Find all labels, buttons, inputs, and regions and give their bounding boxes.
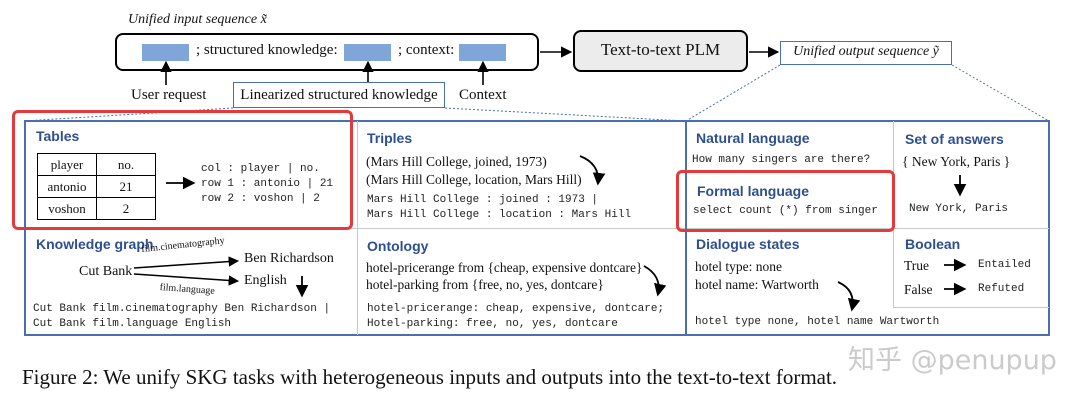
linearized-label: Linearized structured knowledge bbox=[240, 87, 438, 103]
dialogue-states-title: Dialogue states bbox=[696, 236, 800, 252]
set-of-answers-linear: New York, Paris bbox=[909, 203, 1009, 215]
boolean-title: Boolean bbox=[905, 236, 961, 252]
panel-divider-h1 bbox=[25, 228, 685, 229]
kg-linear-line: Cut Bank film.cinematography Ben Richard… bbox=[33, 303, 331, 315]
tables-linear-line: col : player | no. bbox=[201, 163, 320, 175]
panel-divider-v2 bbox=[685, 121, 687, 335]
table-cell: voshon bbox=[37, 197, 97, 220]
ontology-raw-line: hotel-pricerange from {cheap, expensive … bbox=[366, 260, 643, 275]
triples-linear-line: Mars Hill College : location : Mars Hill bbox=[367, 209, 632, 221]
plm-label: Text-to-text PLM bbox=[600, 40, 721, 59]
user-request-slot bbox=[142, 44, 189, 61]
input-sequence-box bbox=[115, 33, 539, 71]
boolean-true-value: Entailed bbox=[978, 259, 1031, 271]
formal-language-title: Formal language bbox=[697, 183, 810, 199]
triples-raw-line: (Mars Hill College, location, Mars Hill) bbox=[366, 172, 582, 187]
plm-box bbox=[573, 30, 748, 72]
figure-caption: Figure 2: We unify SKG tasks with hetero… bbox=[22, 365, 838, 389]
structured-knowledge-text: ; structured knowledge: bbox=[196, 42, 338, 58]
kg-object-1: Ben Richardson bbox=[244, 251, 334, 266]
panel-divider-h3 bbox=[894, 307, 1049, 308]
watermark: 知乎 @penupup bbox=[848, 345, 1057, 376]
input-sequence-label: Unified input sequence x̃ bbox=[128, 12, 267, 27]
kg-subject: Cut Bank bbox=[79, 264, 133, 279]
output-sequence-box bbox=[780, 41, 952, 65]
triples-raw-line: (Mars Hill College, joined, 1973) bbox=[366, 154, 547, 169]
context-text: ; context: bbox=[398, 42, 455, 58]
table-row: voshon 2 bbox=[37, 197, 156, 220]
dialogue-linear: hotel type none, hotel name Wartworth bbox=[695, 316, 940, 328]
triples-linear-line: Mars Hill College : joined : 1973 | bbox=[367, 194, 599, 206]
formal-language-text: select count (*) from singer bbox=[693, 205, 878, 217]
dialogue-raw-line: hotel type: none bbox=[695, 259, 782, 274]
table-cell: 2 bbox=[96, 197, 156, 220]
kg-linear-line: Cut Bank film.language English bbox=[33, 318, 232, 330]
table-row: antonio 21 bbox=[37, 175, 156, 198]
context-label: Context bbox=[459, 87, 507, 103]
ontology-title: Ontology bbox=[367, 238, 429, 254]
example-table: player no. antonio 21 voshon 2 bbox=[37, 153, 156, 220]
context-slot bbox=[459, 44, 506, 61]
triples-title: Triples bbox=[367, 130, 413, 146]
user-request-label: User request bbox=[131, 87, 207, 103]
linearized-box bbox=[233, 82, 445, 108]
natural-language-text: How many singers are there? bbox=[692, 154, 871, 166]
ontology-linear-line: hotel-pricerange: cheap, expensive, dont… bbox=[367, 303, 665, 315]
knowledge-slot bbox=[344, 44, 391, 61]
knowledge-graph-title: Knowledge graph bbox=[36, 236, 154, 252]
set-of-answers-title: Set of answers bbox=[905, 131, 1004, 147]
dialogue-raw-line: hotel name: Wartworth bbox=[695, 277, 819, 292]
ontology-raw-line: hotel-parking from {free, no, yes, dontc… bbox=[366, 277, 604, 292]
set-of-answers-raw: { New York, Paris } bbox=[902, 154, 1011, 169]
boolean-false-label: False bbox=[904, 282, 933, 297]
boolean-false-value: Refuted bbox=[978, 283, 1025, 295]
panel-divider-v4 bbox=[893, 228, 894, 308]
output-sequence-label: Unified output sequence ỹ bbox=[793, 44, 939, 59]
tables-linear-line: row 2 : voshon | 2 bbox=[201, 193, 320, 205]
boolean-true-label: True bbox=[904, 258, 930, 273]
kg-object-2: English bbox=[244, 273, 287, 288]
natural-language-title: Natural language bbox=[696, 130, 810, 146]
tables-title: Tables bbox=[36, 128, 80, 144]
tables-linear-line: row 1 : antonio | 21 bbox=[201, 178, 334, 190]
panel-divider-h2 bbox=[687, 228, 1049, 229]
tables-highlight bbox=[12, 110, 353, 230]
ontology-linear-line: Hotel-parking: free, no, yes, dontcare bbox=[367, 318, 618, 330]
formal-language-highlight bbox=[676, 170, 895, 232]
